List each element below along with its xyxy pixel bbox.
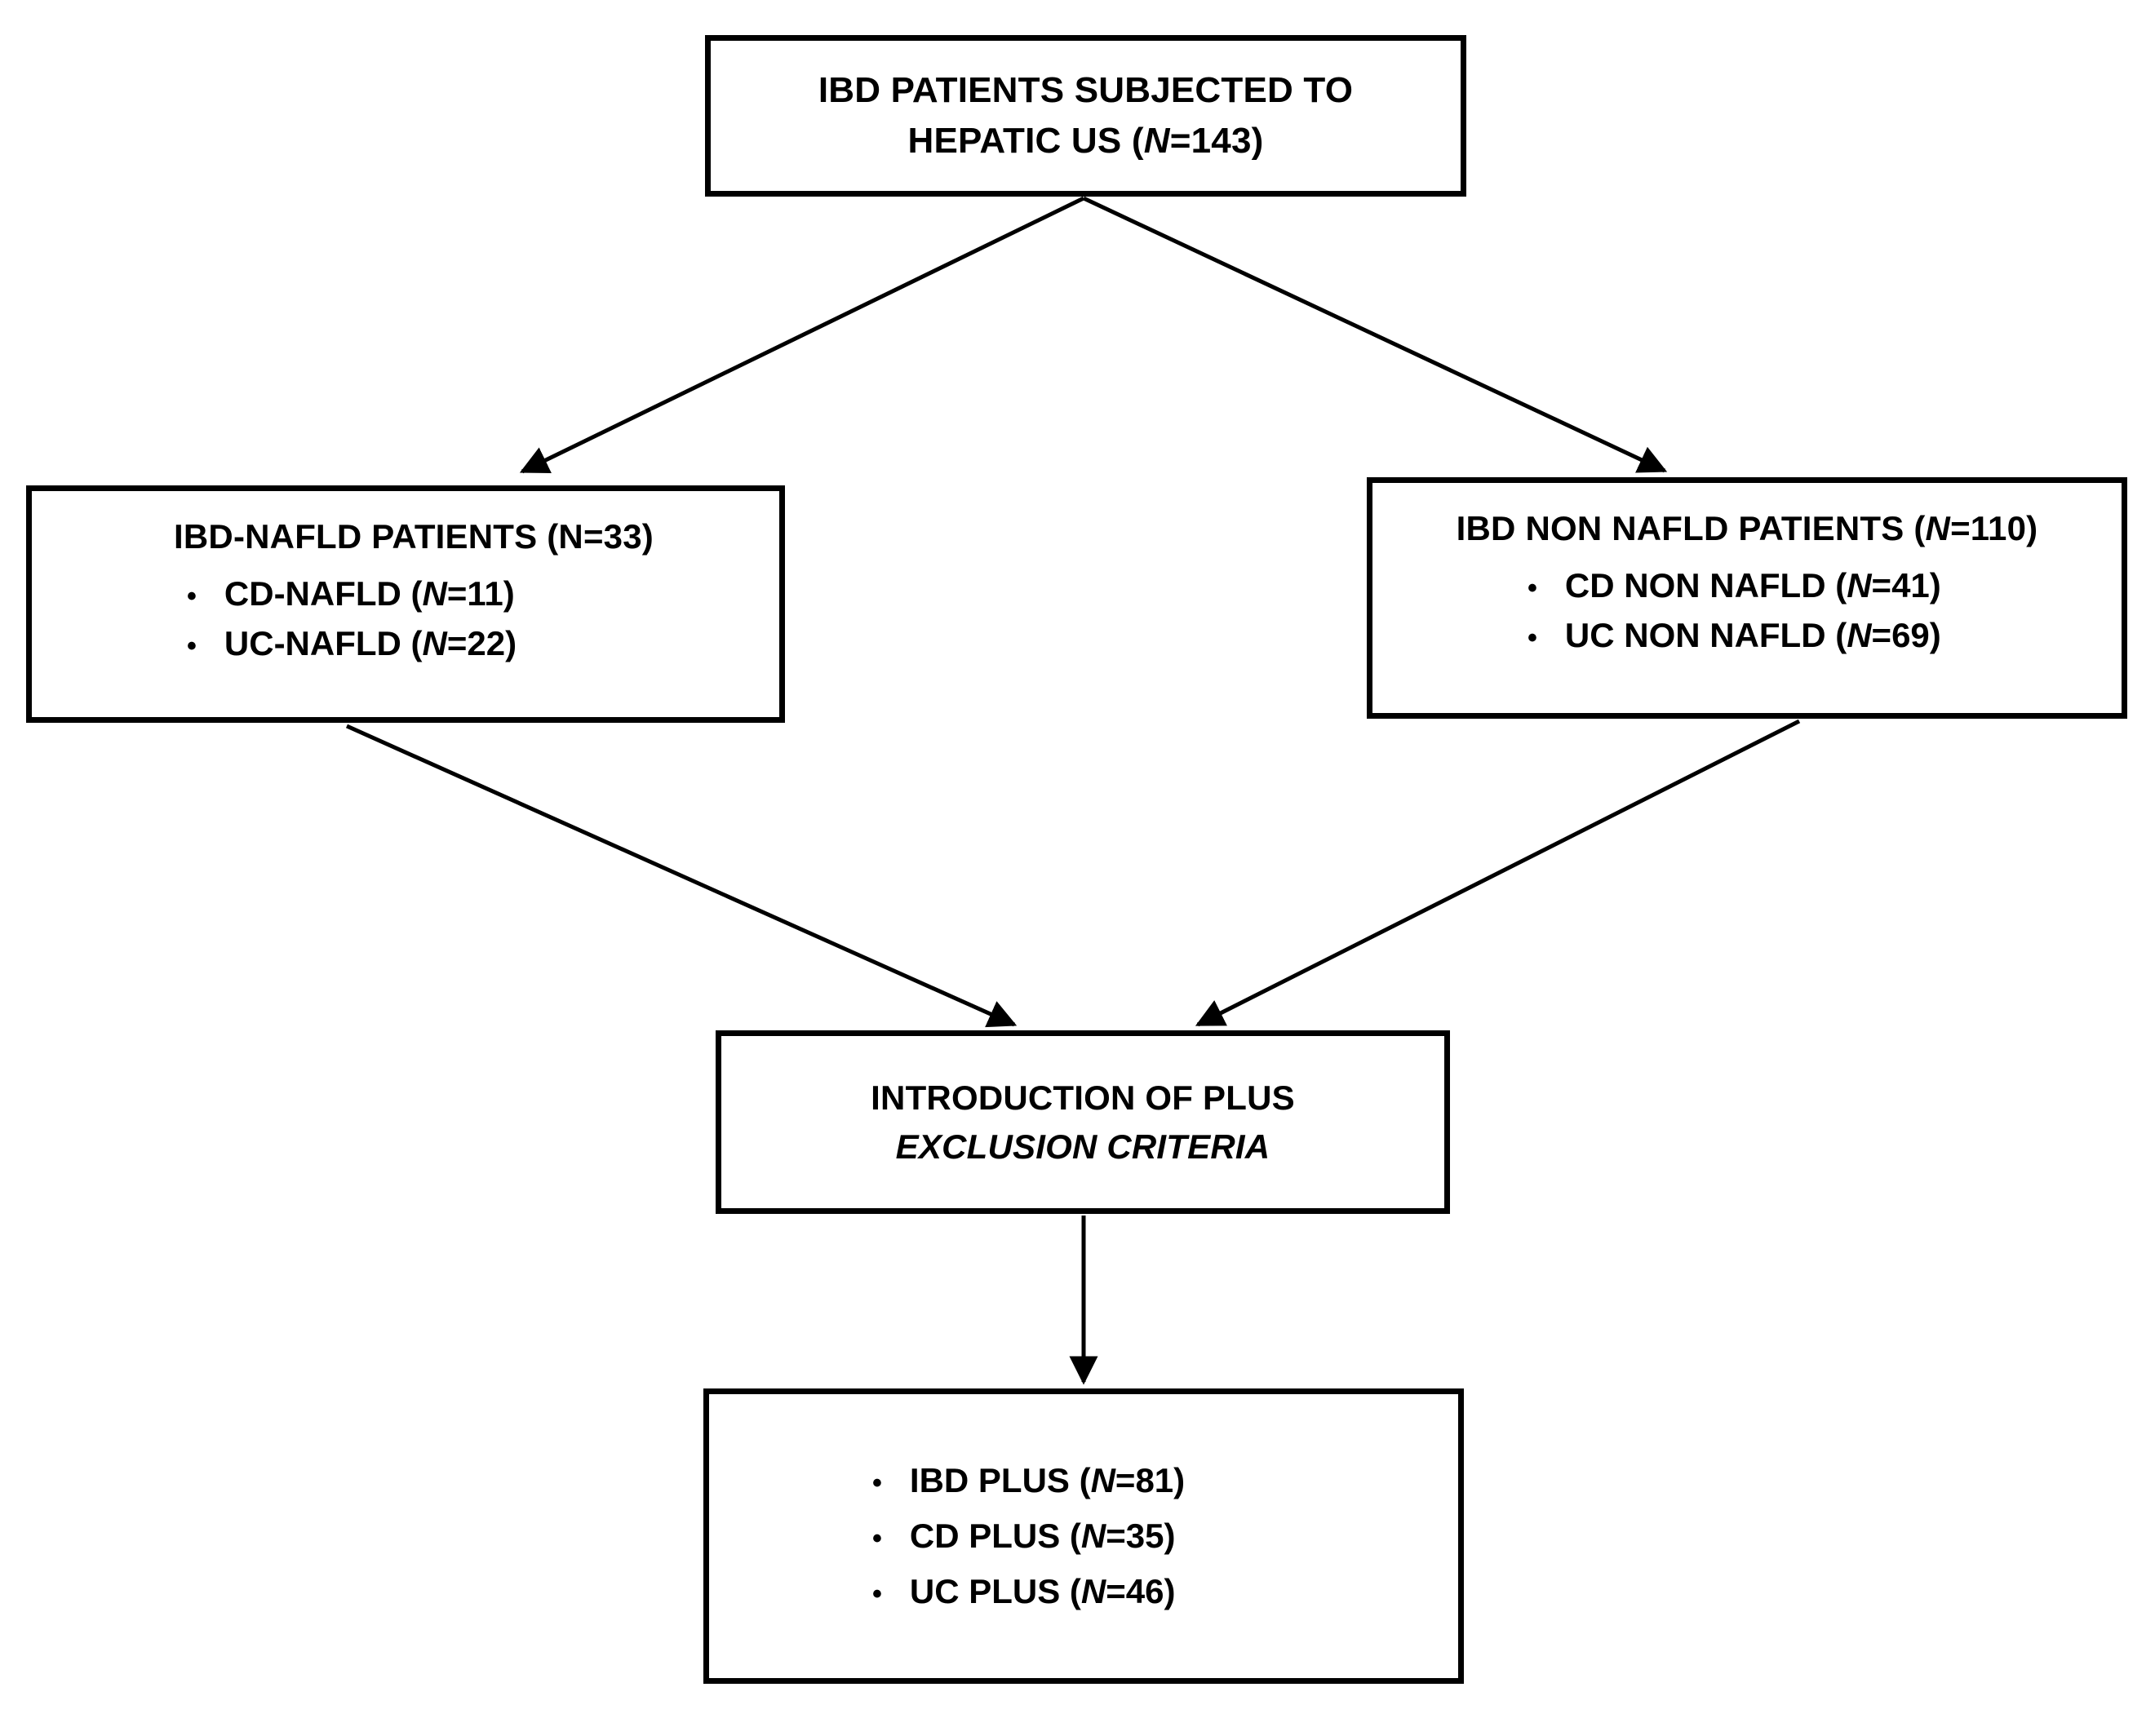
node-middle-line1: INTRODUCTION OF PLUS (871, 1078, 1295, 1117)
list-item: • UC-NAFLD (N=22) (187, 619, 779, 669)
bullet-label: CD-NAFLD (N=11) (224, 569, 515, 619)
bullet-icon: • (187, 630, 197, 662)
bullet-label: CD NON NAFLD (N=41) (1565, 561, 1941, 611)
bullet-prefix: CD NON NAFLD ( (1564, 565, 1847, 604)
node-top-line2-italic-n: N (1143, 121, 1170, 161)
bullet-italic-n: N (1847, 565, 1872, 604)
bullet-suffix: =46) (1106, 1572, 1176, 1611)
node-top-title: IBD PATIENTS SUBJECTED TO HEPATIC US (N=1… (711, 65, 1461, 167)
bullet-suffix: =41) (1871, 565, 1941, 604)
bullet-icon: • (872, 1522, 882, 1554)
bullet-italic-n: N (1080, 1516, 1106, 1555)
list-item: • UC NON NAFLD (N=69) (1528, 611, 2122, 661)
node-middle-line2-italic: EXCLUSION CRITERIA (895, 1127, 1270, 1166)
bullet-italic-n: N (422, 574, 447, 613)
node-middle-title: INTRODUCTION OF PLUS EXCLUSION CRITERIA (721, 1074, 1444, 1171)
bullet-suffix: =22) (446, 623, 517, 662)
bullet-italic-n: N (1080, 1572, 1106, 1611)
edge-left-to-middle (345, 724, 1018, 1028)
node-top-line1: IBD PATIENTS SUBJECTED TO (818, 69, 1354, 110)
edge-top-to-right (1082, 196, 1668, 473)
node-top-line2-suffix: =143) (1169, 121, 1264, 161)
bullet-italic-n: N (422, 623, 447, 662)
node-ibd-patients-hepatic-us: IBD PATIENTS SUBJECTED TO HEPATIC US (N=1… (705, 35, 1466, 197)
node-right-header-suffix: =110) (1950, 509, 2038, 547)
bullet-suffix: =81) (1115, 1460, 1186, 1499)
bullet-suffix: =69) (1871, 615, 1941, 654)
bullet-label: UC NON NAFLD (N=69) (1565, 611, 1941, 661)
node-right-bullet-list: • CD NON NAFLD (N=41) • UC NON NAFLD (N=… (1372, 561, 2122, 661)
edge-right-to-middle (1195, 719, 1801, 1027)
list-item: • UC PLUS (N=46) (872, 1564, 1458, 1619)
node-right-header-italic-n: N (1925, 509, 1951, 547)
node-plus-cohorts: • IBD PLUS (N=81) • CD PLUS (N=35) • UC … (703, 1388, 1464, 1684)
node-bottom-bullet-list: • IBD PLUS (N=81) • CD PLUS (N=35) • UC … (709, 1453, 1458, 1619)
node-top-line2-prefix: HEPATIC US ( (907, 121, 1144, 161)
node-introduction-of-plus-exclusion-criteria: INTRODUCTION OF PLUS EXCLUSION CRITERIA (716, 1030, 1450, 1214)
edge-top-to-left (519, 196, 1085, 474)
bullet-label: IBD PLUS (N=81) (910, 1453, 1185, 1508)
bullet-icon: • (872, 1467, 882, 1499)
bullet-prefix: CD PLUS ( (909, 1516, 1081, 1555)
list-item: • CD-NAFLD (N=11) (187, 569, 779, 619)
bullet-prefix: UC NON NAFLD ( (1564, 615, 1847, 654)
bullet-label: UC-NAFLD (N=22) (224, 619, 517, 669)
bullet-icon: • (1528, 572, 1537, 604)
node-ibd-non-nafld-patients: IBD NON NAFLD PATIENTS (N=110) • CD NON … (1367, 477, 2127, 719)
bullet-suffix: =35) (1106, 1516, 1176, 1555)
node-ibd-nafld-patients: IBD-NAFLD PATIENTS (N=33) • CD-NAFLD (N=… (26, 485, 785, 723)
list-item: • CD NON NAFLD (N=41) (1528, 561, 2122, 611)
bullet-label: UC PLUS (N=46) (910, 1564, 1176, 1619)
bullet-italic-n: N (1847, 615, 1872, 654)
node-right-header: IBD NON NAFLD PATIENTS (N=110) (1372, 504, 2122, 553)
bullet-prefix: IBD PLUS ( (909, 1460, 1091, 1499)
node-right-header-prefix: IBD NON NAFLD PATIENTS ( (1456, 509, 1926, 547)
list-item: • CD PLUS (N=35) (872, 1508, 1458, 1564)
bullet-label: CD PLUS (N=35) (910, 1508, 1176, 1564)
bullet-icon: • (187, 580, 197, 612)
list-item: • IBD PLUS (N=81) (872, 1453, 1458, 1508)
bullet-italic-n: N (1090, 1460, 1115, 1499)
bullet-icon: • (1528, 622, 1537, 653)
bullet-prefix: UC-NAFLD ( (224, 623, 423, 662)
node-left-bullet-list: • CD-NAFLD (N=11) • UC-NAFLD (N=22) (32, 569, 779, 669)
bullet-suffix: =11) (446, 574, 515, 613)
bullet-prefix: UC PLUS ( (909, 1572, 1081, 1611)
node-left-header: IBD-NAFLD PATIENTS (N=33) (174, 517, 654, 556)
bullet-icon: • (872, 1579, 882, 1610)
bullet-prefix: CD-NAFLD ( (224, 574, 423, 613)
